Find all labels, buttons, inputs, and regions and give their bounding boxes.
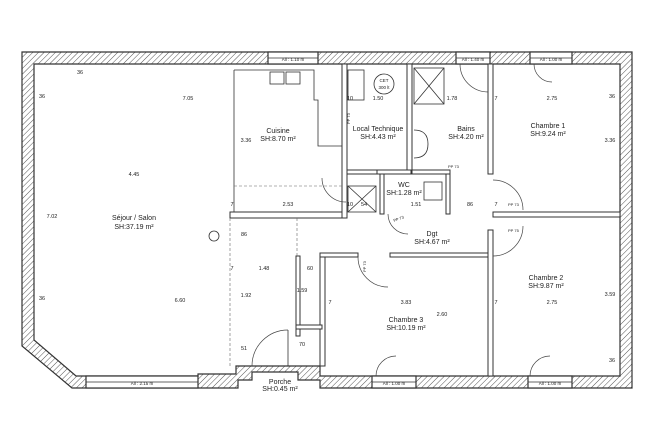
dim-label: 36	[39, 296, 45, 302]
door-tag: PP 73	[346, 112, 351, 124]
kitchen-fittings	[233, 69, 395, 213]
cet-capacity: 300 lt	[378, 85, 390, 90]
room-wc-name: WC	[398, 182, 410, 189]
dim-label: 86	[467, 202, 473, 208]
dim-label: 2.75	[547, 300, 558, 306]
dim-label: 3.59	[605, 292, 616, 298]
room-porche-area: SH:0.45 m²	[262, 386, 298, 393]
room-porche-name: Porche	[269, 379, 291, 386]
dim-label: 7	[494, 202, 497, 208]
dim-label: 3.36	[241, 138, 252, 144]
interior-walls	[229, 63, 621, 377]
dim-label: 10	[347, 202, 353, 208]
door-tag: PP 73	[448, 164, 460, 169]
window-label-bottom-right: All : 1.00 m	[539, 381, 562, 386]
dim-label: 1.51	[411, 202, 422, 208]
dim-label: 7	[494, 96, 497, 102]
windows	[85, 51, 573, 389]
dim-label: 2.53	[283, 202, 294, 208]
dim-label: 60	[307, 266, 313, 272]
dim-label: 7	[328, 300, 331, 306]
dim-label: 6.60	[175, 298, 186, 304]
dim-label: 7	[494, 300, 497, 306]
window-label-top-right: All : 1.00 m	[540, 57, 563, 62]
dim-label: 7.05	[183, 96, 194, 102]
dim-label: 51	[241, 346, 247, 352]
dim-label: 54	[361, 202, 367, 208]
bathroom-fittings	[413, 67, 445, 201]
dim-label: 3.83	[401, 300, 412, 306]
dim-label: 7	[230, 202, 233, 208]
room-chambre2-name: Chambre 2	[529, 275, 564, 282]
room-local-name: Local Technique	[353, 126, 404, 133]
dim-label: 1.78	[447, 96, 458, 102]
room-chambre3-area: SH:10.19 m²	[386, 325, 426, 332]
window-label-top-left: All : 1.10 m	[282, 57, 305, 62]
cet-label: CET	[380, 78, 389, 83]
dim-label: 36	[77, 70, 83, 76]
door-tag: PP 75	[508, 228, 520, 233]
window-label-bottom-mid: All : 1.00 m	[383, 381, 406, 386]
circulation-lines	[229, 218, 298, 366]
door-tag: PP 73	[393, 214, 406, 223]
room-chambre1-area: SH:9.24 m²	[530, 131, 566, 138]
door-tag: PP 73	[508, 202, 520, 207]
dim-label: 1.50	[373, 96, 384, 102]
doors	[208, 63, 553, 377]
room-sejour-name: Séjour / Salon	[112, 215, 156, 222]
dim-label: 70	[299, 342, 305, 348]
room-cuisine-area: SH:8.70 m²	[260, 136, 296, 143]
dim-label: 36	[609, 358, 615, 364]
room-bains-area: SH:4.20 m²	[448, 134, 484, 141]
window-label-bottom-left: All : 2.15 m	[131, 381, 154, 386]
dim-label: 2.75	[547, 96, 558, 102]
room-chambre1-name: Chambre 1	[531, 123, 566, 130]
dim-label: 4.45	[129, 172, 140, 178]
dim-label: 1.92	[241, 293, 252, 299]
room-wc-area: SH:1.28 m²	[386, 190, 422, 197]
room-sejour-area: SH:37.19 m²	[114, 224, 154, 231]
room-local-area: SH:4.43 m²	[360, 134, 396, 141]
dim-label: 7.02	[47, 214, 58, 220]
dim-label: 1.48	[259, 266, 270, 272]
room-dgt-area: SH:4.67 m²	[414, 239, 450, 246]
window-label-top-mid: All : 1.40 m	[462, 57, 485, 62]
room-chambre2-area: SH:9.87 m²	[528, 283, 564, 290]
dim-label: 2.60	[437, 312, 448, 318]
door-tag: PP 73	[362, 260, 367, 272]
dim-label: 86	[241, 232, 247, 238]
dim-label: 36	[39, 94, 45, 100]
room-dgt-name: Dgt	[427, 231, 438, 238]
room-cuisine-name: Cuisine	[266, 128, 289, 135]
dim-label: 1.59	[297, 288, 308, 294]
dim-label: 10	[347, 96, 353, 102]
room-bains-name: Bains	[457, 126, 475, 133]
room-chambre3-name: Chambre 3	[389, 317, 424, 324]
dim-label: 7	[230, 266, 233, 272]
dim-label: 36	[609, 94, 615, 100]
dim-label: 3.36	[605, 138, 616, 144]
